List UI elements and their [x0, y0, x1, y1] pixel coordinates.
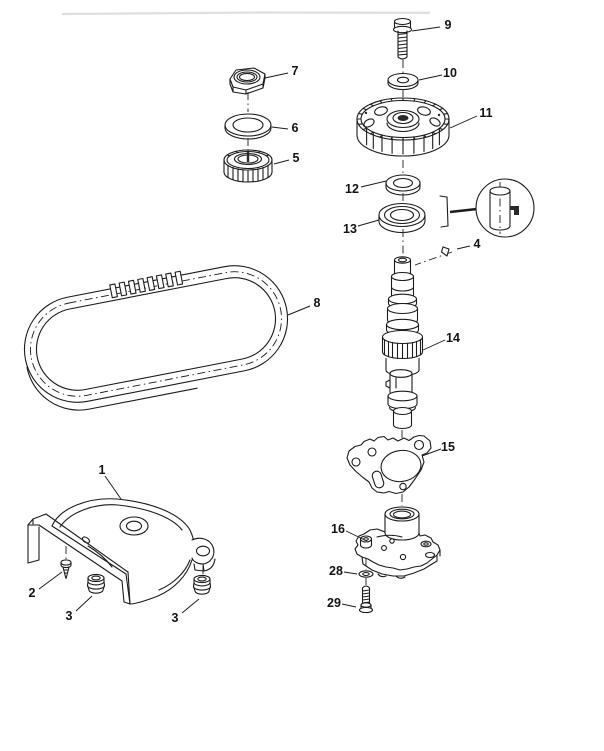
part-pump-bolt — [358, 585, 374, 614]
part-grommet-right — [192, 574, 212, 595]
callout-10: 10 — [443, 66, 457, 80]
callout-15: 15 — [441, 440, 455, 454]
callout-3-left: 3 — [66, 609, 73, 623]
callout-14: 14 — [446, 331, 460, 345]
part-washer-6 — [224, 113, 272, 140]
part-camshaft — [381, 256, 424, 430]
part-washer-28 — [358, 570, 374, 578]
part-washer-10 — [387, 72, 419, 91]
callout-11: 11 — [479, 106, 492, 120]
belt-teeth — [109, 270, 184, 299]
detail-balloon — [439, 178, 535, 238]
scan-artifact — [61, 11, 431, 16]
callout-5: 5 — [293, 151, 300, 165]
part-crankshaft-sprocket — [223, 149, 273, 183]
callout-8: 8 — [314, 296, 321, 310]
part-timing-belt — [23, 265, 289, 411]
part-grommet-left — [86, 573, 106, 594]
leader-lines — [38, 26, 478, 614]
callout-2: 2 — [29, 586, 36, 600]
callout-4: 4 — [474, 237, 481, 251]
callout-16: 16 — [331, 522, 345, 536]
part-oil-seal — [378, 202, 426, 234]
callout-13: 13 — [343, 222, 357, 236]
part-thrust-washer — [385, 174, 421, 196]
callout-28: 28 — [329, 564, 343, 578]
callout-6: 6 — [292, 121, 299, 135]
part-cover-screw — [60, 559, 72, 580]
callout-7: 7 — [292, 64, 299, 78]
part-camshaft-sprocket — [356, 97, 450, 157]
callout-9: 9 — [445, 18, 452, 32]
part-oil-pump — [354, 506, 441, 579]
part-sprocket-bolt — [392, 17, 413, 60]
part-timing-belt-cover — [27, 498, 216, 605]
part-dowel-pin — [440, 246, 450, 257]
callout-1: 1 — [99, 463, 106, 477]
part-gasket — [346, 434, 432, 495]
callout-29: 29 — [327, 596, 341, 610]
callout-12: 12 — [345, 182, 359, 196]
callout-3-right: 3 — [172, 611, 179, 625]
part-nut — [229, 67, 266, 95]
